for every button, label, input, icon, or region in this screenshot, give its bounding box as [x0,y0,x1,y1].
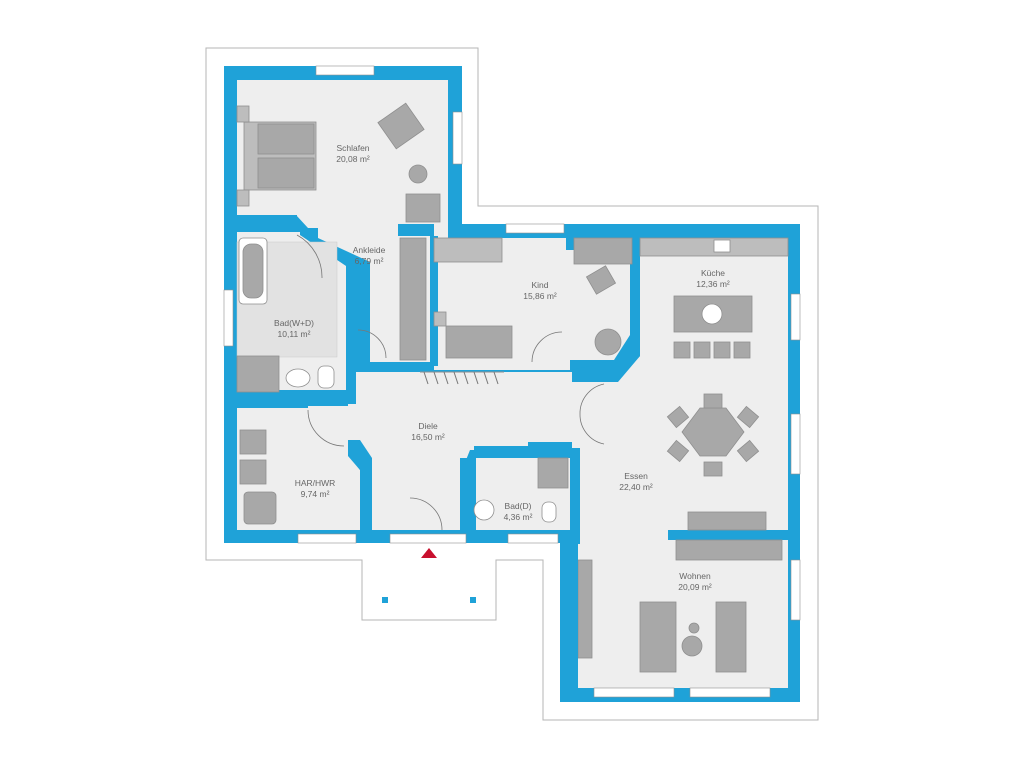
kids-room-furniture [433,237,633,363]
desk-chair [405,193,441,223]
terrace-post-right [470,597,476,603]
utility-tank [243,491,277,525]
room-name: Essen [624,471,648,481]
utility-furniture [239,409,345,525]
coffee-table [681,635,703,657]
room-name: Bad(D) [505,501,532,511]
kitchen-sink [713,239,731,253]
nightstand-top [236,105,250,123]
bathroom-fixtures [236,234,338,393]
armchair-left [639,601,677,673]
play-rug [594,328,622,356]
shower-room-fixtures [473,457,569,523]
kids-desk [573,237,633,265]
room-divider [668,530,788,540]
room-name: Schlafen [336,143,369,153]
toilet-d [541,501,557,523]
armchair-right [715,601,747,673]
room-area: 20,09 m² [678,582,712,592]
dryer [239,459,267,485]
sideboard [687,511,767,531]
side-table [408,164,428,184]
room-name: Küche [701,268,725,278]
room-area: 20,08 m² [336,154,370,164]
windows [223,65,801,698]
sofa [675,539,783,561]
hob [701,303,723,325]
room-name: Ankleide [353,245,386,255]
dining-furniture [666,393,760,477]
room-labels: Schlafen 20,08 m² Ankleide 6,79 m² Kind … [274,143,730,592]
room-name: Wohnen [679,571,711,581]
room-area: 4,36 m² [504,512,533,522]
tv-board [577,559,593,659]
terrace-post-left [382,597,388,603]
room-area: 16,50 m² [411,432,445,442]
entrance-marker [421,548,437,558]
kids-nightstand [433,311,447,327]
nightstand-bottom [236,189,250,207]
washbasin [285,368,311,388]
room-name: Kind [531,280,548,290]
floor-diele [308,372,572,530]
bar-stool-3 [713,341,731,359]
kitchen-island [673,295,753,333]
bar-stool-2 [693,341,711,359]
room-area: 9,74 m² [301,489,330,499]
room-area: 12,36 m² [696,279,730,289]
room-area: 10,11 m² [278,329,311,339]
living-furniture [560,511,783,702]
room-name: HAR/HWR [295,478,336,488]
kids-chair [585,265,617,295]
room-area: 22,40 m² [619,482,653,492]
interior-walls [237,215,640,544]
room-name: Diele [418,421,438,431]
bar-stool-4 [733,341,751,359]
room-area: 15,86 m² [523,291,557,301]
wardrobe [399,237,427,361]
bed-pillow-left [257,123,315,155]
toilet [317,365,335,389]
dining-table [681,407,745,457]
kitchen-furniture [639,237,789,359]
bedroom-furniture [236,102,441,223]
hall-details [357,329,504,531]
washbasin-d [473,499,495,521]
bathtub-inner [242,243,264,299]
washing-machine [239,429,267,455]
bar-stool-1 [673,341,691,359]
shower-d [537,457,569,489]
kids-bed [445,325,513,359]
room-name: Bad(W+D) [274,318,314,328]
bed-pillow-right [257,157,315,189]
shelf [433,237,503,263]
shower-tray [236,355,280,393]
room-area: 6,79 m² [355,256,384,266]
armchair [377,102,425,150]
